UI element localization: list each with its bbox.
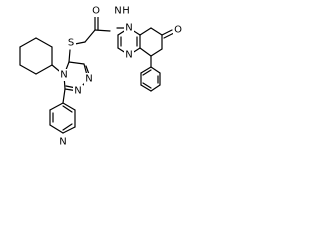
carbonyl-oxygen-label: O (92, 6, 100, 17)
thioether-sulfur-background (66, 37, 76, 49)
triazole-n1-background (84, 73, 94, 85)
triazole-n4-label: N (60, 70, 67, 81)
triazole-n2-background (73, 85, 83, 97)
ketone-oxygen-background (173, 24, 183, 36)
triazole-n1-label: N (85, 74, 92, 85)
pyrimidine-n3-label: N (125, 23, 132, 34)
triazole-n4-background (59, 69, 69, 81)
pyrimidine-n1-label: N (125, 50, 132, 61)
amide-nitrogen-label: N (114, 6, 121, 17)
amide-hydrogen-label: H (122, 6, 130, 17)
amide-nitrogen-background (113, 5, 123, 17)
bonds-layer (19, 16, 175, 134)
pyridine-nitrogen-label: N (59, 137, 66, 148)
triazole-n2-label: N (74, 86, 81, 97)
carbonyl-oxygen-background (91, 5, 101, 17)
pyrimidine-n3-background (124, 22, 134, 34)
pyrimidine-n1-background (124, 49, 134, 61)
amide-hydrogen-background (121, 5, 131, 17)
thioether-sulfur-label: S (68, 38, 74, 49)
ketone-oxygen-label: O (174, 25, 182, 36)
pyridine-nitrogen-background (58, 136, 68, 148)
